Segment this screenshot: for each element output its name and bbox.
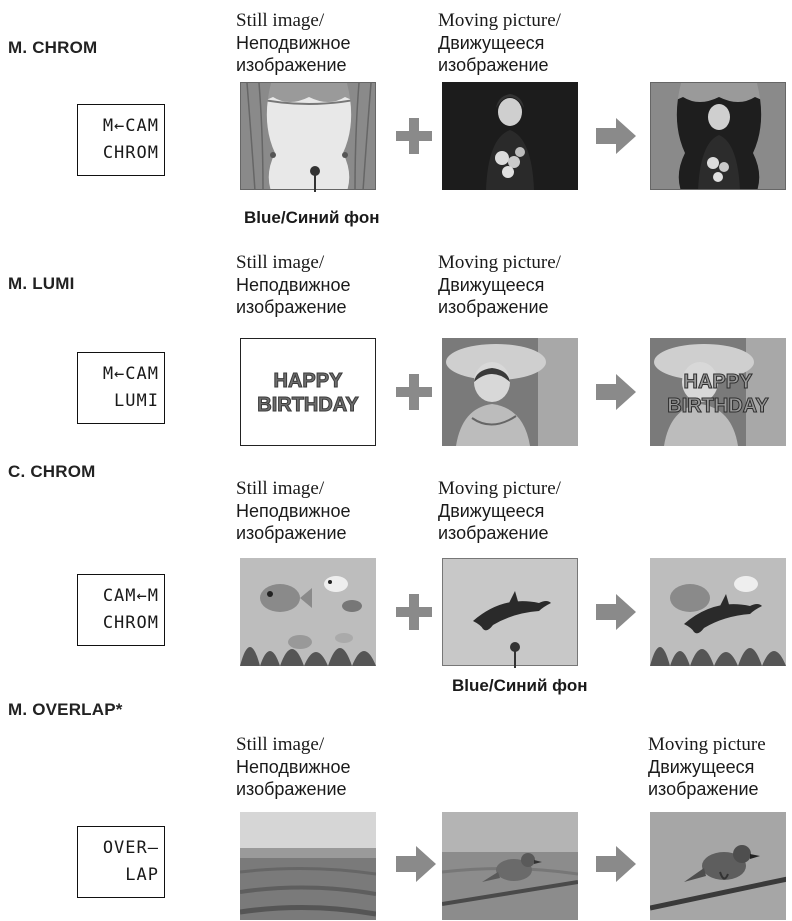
- still-image-label: Still image/ Неподвижное изображение: [236, 734, 351, 799]
- lcd-display-c-chrom: CAM←M CHROM: [77, 574, 165, 646]
- arrow-right-icon: [396, 846, 436, 882]
- section-title-m-chrom: M. CHROM: [8, 38, 98, 57]
- moving-picture-woman: [442, 82, 578, 190]
- arrow-right-icon: [596, 846, 636, 882]
- blue-pointer-dot: [510, 642, 520, 652]
- moving-picture-girl-hat: [442, 338, 578, 446]
- still-label-ru2: изображение: [236, 55, 347, 75]
- arrow-right-icon: [596, 118, 636, 154]
- blue-pointer-line: [514, 646, 516, 668]
- moving-picture-label: Moving picture/ Движущееся изображение: [438, 478, 561, 543]
- result-image-m-lumi: HAPPY BIRTHDAY: [650, 338, 786, 446]
- still-image-label: Still image/ Неподвижное изображение: [236, 10, 351, 76]
- moving-label-ru2: изображение: [438, 55, 549, 75]
- moving-label-en: Moving picture/: [438, 10, 561, 31]
- still-image-landscape: [240, 812, 376, 920]
- section-title-m-lumi: M. LUMI: [8, 274, 75, 293]
- still-image-happy-birthday: HAPPY BIRTHDAY: [240, 338, 376, 446]
- blue-pointer-dot: [310, 166, 320, 176]
- still-image-aquarium: [240, 558, 376, 666]
- moving-picture-label: Moving picture/ Движущееся изображение: [438, 10, 561, 76]
- still-label-en: Still image/: [236, 10, 325, 31]
- section-title-c-chrom: C. CHROM: [8, 462, 96, 481]
- result-image-c-chrom: [650, 558, 786, 666]
- happy-text: HAPPY: [273, 370, 343, 393]
- section-title-m-overlap: M. OVERLAP*: [8, 700, 123, 719]
- lcd-display-m-chrom: M←CAM CHROM: [77, 104, 165, 176]
- moving-picture-label: Moving picture Движущееся изображение: [648, 734, 766, 799]
- transition-image-overlap: [442, 812, 578, 920]
- blue-pointer-line: [314, 170, 316, 192]
- birthday-text: BIRTHDAY: [257, 394, 360, 417]
- moving-picture-bird: [650, 812, 786, 920]
- moving-picture-label: Moving picture/ Движущееся изображение: [438, 252, 561, 317]
- moving-label-ru: Движущееся: [438, 33, 545, 53]
- arrow-right-icon: [596, 594, 636, 630]
- plus-icon: [396, 594, 432, 630]
- lcd-display-m-overlap: OVER– LAP: [77, 826, 165, 898]
- still-image-label: Still image/ Неподвижное изображение: [236, 252, 351, 317]
- still-image-label: Still image/ Неподвижное изображение: [236, 478, 351, 543]
- plus-icon: [396, 374, 432, 410]
- arrow-right-icon: [596, 374, 636, 410]
- plus-icon: [396, 118, 432, 154]
- still-image-curtain-stage: [240, 82, 376, 190]
- lcd-display-m-lumi: M←CAM LUMI: [77, 352, 165, 424]
- blue-background-label: Blue/Синий фон: [244, 208, 380, 227]
- still-label-ru: Неподвижное: [236, 33, 351, 53]
- blue-background-label: Blue/Синий фон: [452, 676, 588, 695]
- result-image-m-chrom: [650, 82, 786, 190]
